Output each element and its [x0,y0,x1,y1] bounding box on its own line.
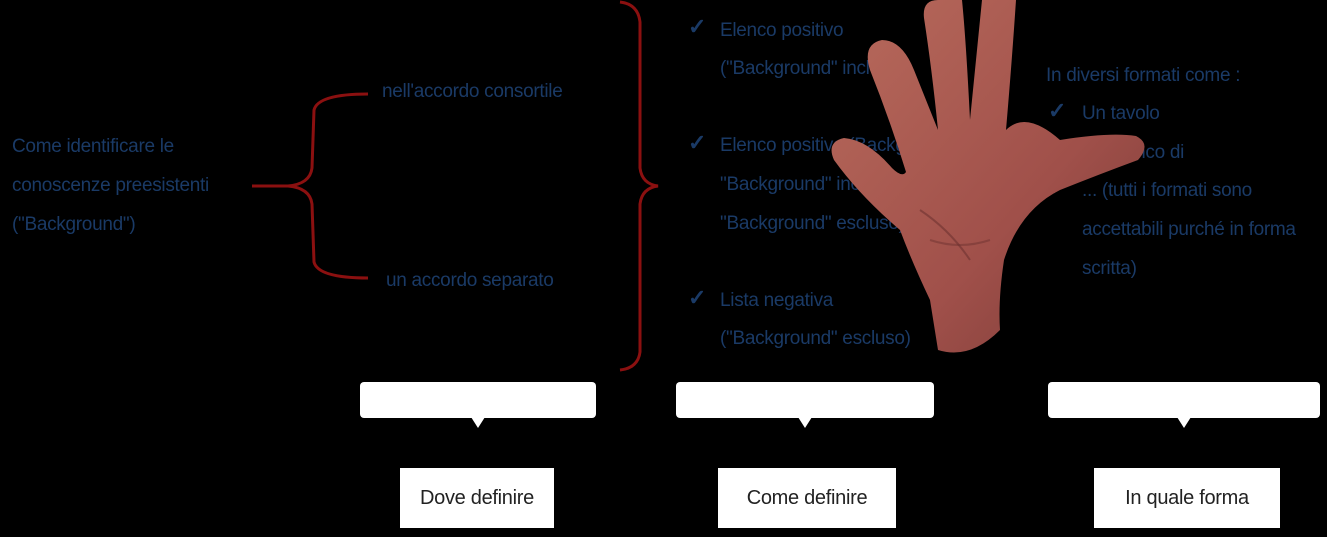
form-intro: In diversi formati come : [1046,65,1241,86]
form-item-1: Un tavolo [1082,103,1160,124]
form-item-3-line-2: accettabili purché in forma [1082,219,1296,240]
left-label-line-3: ("Background") [12,214,136,235]
how-item-1-line-2: ("Background" incluso) [720,58,906,79]
left-label-line-2: conoscenze preesistenti [12,175,209,196]
how-item-1-line-1: Elenco positivo [720,20,844,41]
form-button[interactable]: In quale forma [1094,468,1280,528]
how-brace [619,0,659,372]
form-item-3-line-1: ... (tutti i formati sono [1082,180,1252,201]
check-icon: ✓ [1048,98,1067,123]
how-button[interactable]: Come definire [718,468,896,528]
where-brace [287,92,369,280]
form-item-3-line-3: scritta) [1082,258,1137,279]
form-callout [1048,382,1320,428]
check-icon: ✓ [688,285,707,310]
how-item-3-line-1: Lista negativa [720,290,834,311]
hand-shape [831,0,1145,353]
where-callout [360,382,596,428]
where-option-separate: un accordo separato [386,270,554,291]
how-item-3-line-2: ("Background" escluso) [720,328,911,349]
how-callout [676,382,934,428]
where-button[interactable]: Dove definire [400,468,554,528]
where-option-consortium: nell'accordo consortile [382,81,563,102]
check-icon: ✓ [688,14,707,39]
check-icon: ✓ [688,130,707,155]
left-label-line-1: Come identificare le [12,136,174,157]
hand-image [831,0,1145,353]
how-item-2-line-3: "Background" escluso) [720,213,905,234]
